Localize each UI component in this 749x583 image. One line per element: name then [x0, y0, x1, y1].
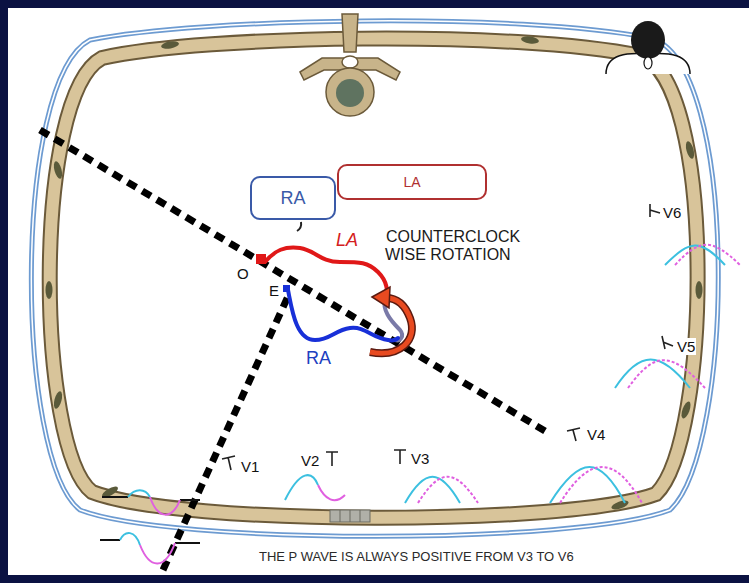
spine [342, 56, 358, 68]
sternum [330, 510, 370, 522]
body-outline [31, 21, 718, 536]
p-wave [140, 543, 175, 564]
white-panel [8, 8, 749, 575]
lead-label: V6 [662, 204, 682, 221]
point-label: O [236, 265, 250, 282]
lead-label: V4 [586, 426, 606, 443]
electrode-symbol [394, 450, 406, 464]
head-icon [606, 53, 690, 74]
rotation-note: COUNTERCLOCK WISE ROTATION [385, 228, 550, 265]
rotation-arrow [370, 298, 412, 353]
p-wave [150, 497, 180, 515]
lead-label: V1 [240, 458, 260, 475]
origin-marker [256, 254, 266, 264]
p-wave [318, 485, 345, 500]
electrode-symbol [650, 204, 660, 217]
sternum [330, 510, 370, 522]
lead-label: V6 [662, 204, 682, 221]
footnote: THE P WAVE IS ALWAYS POSITIVE FROM V3 TO… [258, 549, 575, 564]
rotation-arrow [370, 298, 412, 353]
rib-band [50, 39, 698, 518]
rotation-arrow [370, 287, 412, 353]
end-marker [283, 285, 290, 292]
body-outline [31, 21, 718, 536]
tick-mark [297, 222, 301, 231]
electrode-symbol [222, 456, 235, 470]
rotation-note: COUNTERCLOCK WISE ROTATION [385, 228, 520, 263]
p-loop [265, 248, 387, 298]
p-wave [128, 490, 150, 497]
rib-section [521, 35, 540, 44]
chamber-label: RA [280, 188, 305, 209]
p-loop [265, 248, 402, 341]
lead-label: V3 [410, 450, 430, 467]
p-wave [628, 360, 705, 388]
rib-section [696, 281, 703, 299]
lead-label: V2 [300, 452, 320, 469]
rib-band [50, 39, 698, 518]
lead-axis-dotted [40, 130, 545, 570]
p-wave [100, 245, 740, 564]
lead-label: V4 [586, 426, 606, 443]
rib-section [680, 400, 693, 419]
point-label: E [268, 282, 280, 299]
rib-section [52, 160, 63, 179]
rib-section [46, 35, 703, 511]
head-icon [644, 57, 652, 69]
lead-axis-dotted [40, 130, 545, 431]
p-wave [120, 533, 140, 545]
sternum [340, 510, 360, 522]
lead-label: V5 [676, 338, 696, 355]
p-wave [560, 467, 642, 503]
lead-label: V5 [676, 338, 696, 355]
spine [326, 68, 374, 116]
loop-label: RA [305, 348, 332, 369]
p-wave [418, 477, 478, 503]
electrode-symbol [662, 336, 673, 349]
rotation-arrow [372, 287, 390, 308]
chamber-box: LA [337, 164, 487, 200]
body-outline [31, 21, 718, 536]
p-wave [285, 475, 318, 500]
point-label: O [236, 265, 250, 282]
chamber-label: LA [403, 174, 420, 190]
spine [336, 79, 364, 107]
lead-axis-dotted [163, 292, 290, 570]
rib-band [50, 39, 698, 518]
spine [300, 14, 400, 116]
lead-label: V2 [300, 452, 320, 469]
head-icon [631, 21, 665, 59]
electrode-symbol [222, 204, 673, 470]
lead-label: V3 [410, 450, 430, 467]
p-wave [405, 477, 460, 503]
p-wave [100, 497, 200, 543]
rib-section [46, 281, 53, 299]
footnote: THE P WAVE IS ALWAYS POSITIVE FROM V3 TO… [258, 550, 575, 565]
rib-section [161, 40, 180, 50]
electrode-symbol [326, 452, 338, 466]
chamber-box: RA [250, 176, 336, 220]
spine [342, 14, 358, 52]
rib-section [684, 140, 695, 159]
head-icon [606, 21, 690, 74]
loop-label: RA [305, 348, 332, 368]
p-wave [675, 245, 740, 265]
loop-label: LA [335, 230, 359, 250]
lead-label: V1 [240, 458, 260, 475]
rib-section [610, 499, 629, 512]
rib-section [52, 390, 63, 409]
loop-label: LA [335, 230, 359, 251]
point-label: E [268, 282, 280, 299]
electrode-symbol [567, 428, 580, 441]
